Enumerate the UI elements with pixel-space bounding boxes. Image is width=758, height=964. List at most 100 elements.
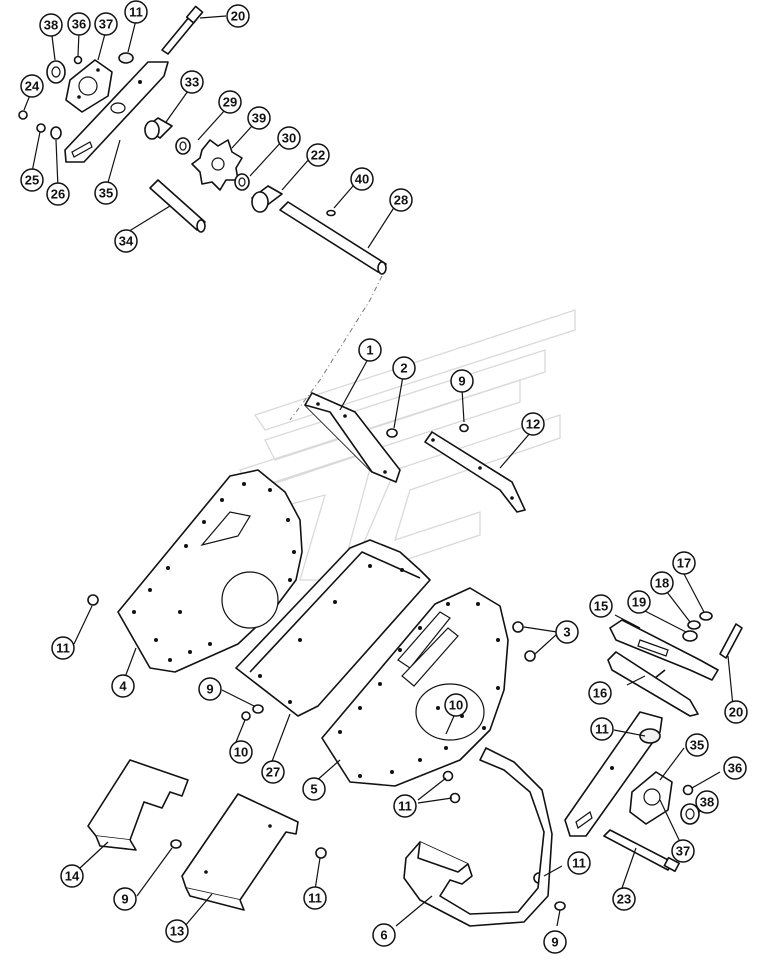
callout-circle <box>650 571 674 595</box>
bolt-9-bottom <box>554 901 566 911</box>
side-plate-4 <box>117 469 303 673</box>
side-plate-5 <box>321 587 509 787</box>
washer-26 <box>50 126 62 140</box>
callout-label: 11 <box>308 891 322 906</box>
callout-label: 15 <box>594 599 608 614</box>
callout-label: 27 <box>266 765 280 780</box>
callout-27: 27 <box>261 760 285 784</box>
callout-11: 11 <box>393 794 417 818</box>
callout-label: 11 <box>56 641 70 656</box>
callout-circle <box>94 12 118 36</box>
callout-22: 22 <box>306 143 330 167</box>
callout-label: 34 <box>119 234 134 249</box>
callout-circle <box>198 677 222 701</box>
callout-37: 37 <box>94 12 118 36</box>
callout-label: 16 <box>593 686 607 701</box>
callout-11: 11 <box>124 0 148 24</box>
right-tensioner-assembly <box>564 611 743 873</box>
callout-10: 10 <box>229 740 253 764</box>
callout-circle <box>372 923 396 947</box>
cover-14 <box>87 759 189 841</box>
callout-20: 20 <box>226 4 250 28</box>
callout-label: 19 <box>632 595 646 610</box>
callout-26: 26 <box>46 182 70 206</box>
nut-11-left <box>87 594 99 606</box>
nut-24 <box>18 110 28 120</box>
callout-30: 30 <box>277 126 301 150</box>
callout-label: 38 <box>700 795 714 810</box>
guard-6 <box>403 747 553 927</box>
callout-10: 10 <box>444 693 468 717</box>
callout-circle <box>393 794 417 818</box>
callout-circle <box>229 740 253 764</box>
callout-label: 25 <box>25 173 39 188</box>
callout-9: 9 <box>543 930 567 954</box>
callout-circle <box>612 887 636 911</box>
callout-label: 30 <box>282 131 296 146</box>
callout-circle <box>306 143 330 167</box>
callout-label: 11 <box>572 856 586 871</box>
callout-circle <box>111 674 135 698</box>
callout-label: 9 <box>206 682 213 697</box>
callout-5: 5 <box>302 777 326 801</box>
callout-circle <box>695 790 719 814</box>
callout-label: 39 <box>252 111 266 126</box>
nut-11-lower <box>315 847 327 859</box>
callout-11: 11 <box>590 717 614 741</box>
callout-label: 14 <box>65 869 80 884</box>
callout-circle <box>627 590 651 614</box>
callout-label: 1 <box>366 343 373 358</box>
callout-circle <box>543 930 567 954</box>
callout-circle <box>555 620 579 644</box>
callout-circle <box>302 777 326 801</box>
callout-circle <box>350 167 374 191</box>
callout-circle <box>226 4 250 28</box>
callout-38: 38 <box>39 13 63 37</box>
bolt-9-lower <box>170 839 182 849</box>
callout-label: 2 <box>400 361 407 376</box>
nut-11-top <box>118 52 134 64</box>
callout-label: 28 <box>394 193 408 208</box>
callout-36: 36 <box>67 12 91 36</box>
callout-circle <box>521 412 545 436</box>
callout-label: 23 <box>617 892 631 907</box>
washer-19 <box>682 630 698 642</box>
bolt-23 <box>603 829 673 871</box>
bolt-9-mid <box>252 704 264 714</box>
plate-16 <box>607 651 699 717</box>
callout-circle <box>567 851 591 875</box>
callout-circle <box>39 13 63 37</box>
callout-38: 38 <box>695 790 719 814</box>
callout-circle <box>218 90 242 114</box>
callout-circle <box>672 551 696 575</box>
callout-37: 37 <box>671 839 695 863</box>
callout-circle <box>590 717 614 741</box>
callout-23: 23 <box>612 887 636 911</box>
callout-label: 11 <box>398 799 412 814</box>
callout-19: 19 <box>627 590 651 614</box>
callout-label: 22 <box>311 148 325 163</box>
callout-16: 16 <box>588 681 612 705</box>
callout-label: 20 <box>231 9 245 24</box>
callout-circle <box>358 338 382 362</box>
callout-28: 28 <box>389 188 413 212</box>
callout-circle <box>303 886 327 910</box>
callout-label: 10 <box>449 698 463 713</box>
nut-36 <box>73 55 83 65</box>
shaft-28 <box>279 201 387 273</box>
callout-label: 29 <box>223 95 237 110</box>
callout-label: 37 <box>676 844 690 859</box>
callout-circle <box>165 919 189 943</box>
callout-label: 36 <box>728 761 742 776</box>
callout-39: 39 <box>247 106 271 130</box>
callout-label: 35 <box>99 186 113 201</box>
callout-label: 9 <box>121 892 128 907</box>
callout-circle <box>392 356 416 380</box>
callout-label: 9 <box>458 374 465 389</box>
callout-circle <box>589 594 613 618</box>
callout-24: 24 <box>20 74 44 98</box>
callout-label: 24 <box>25 79 40 94</box>
callout-6: 6 <box>372 923 396 947</box>
callout-label: 20 <box>729 705 743 720</box>
